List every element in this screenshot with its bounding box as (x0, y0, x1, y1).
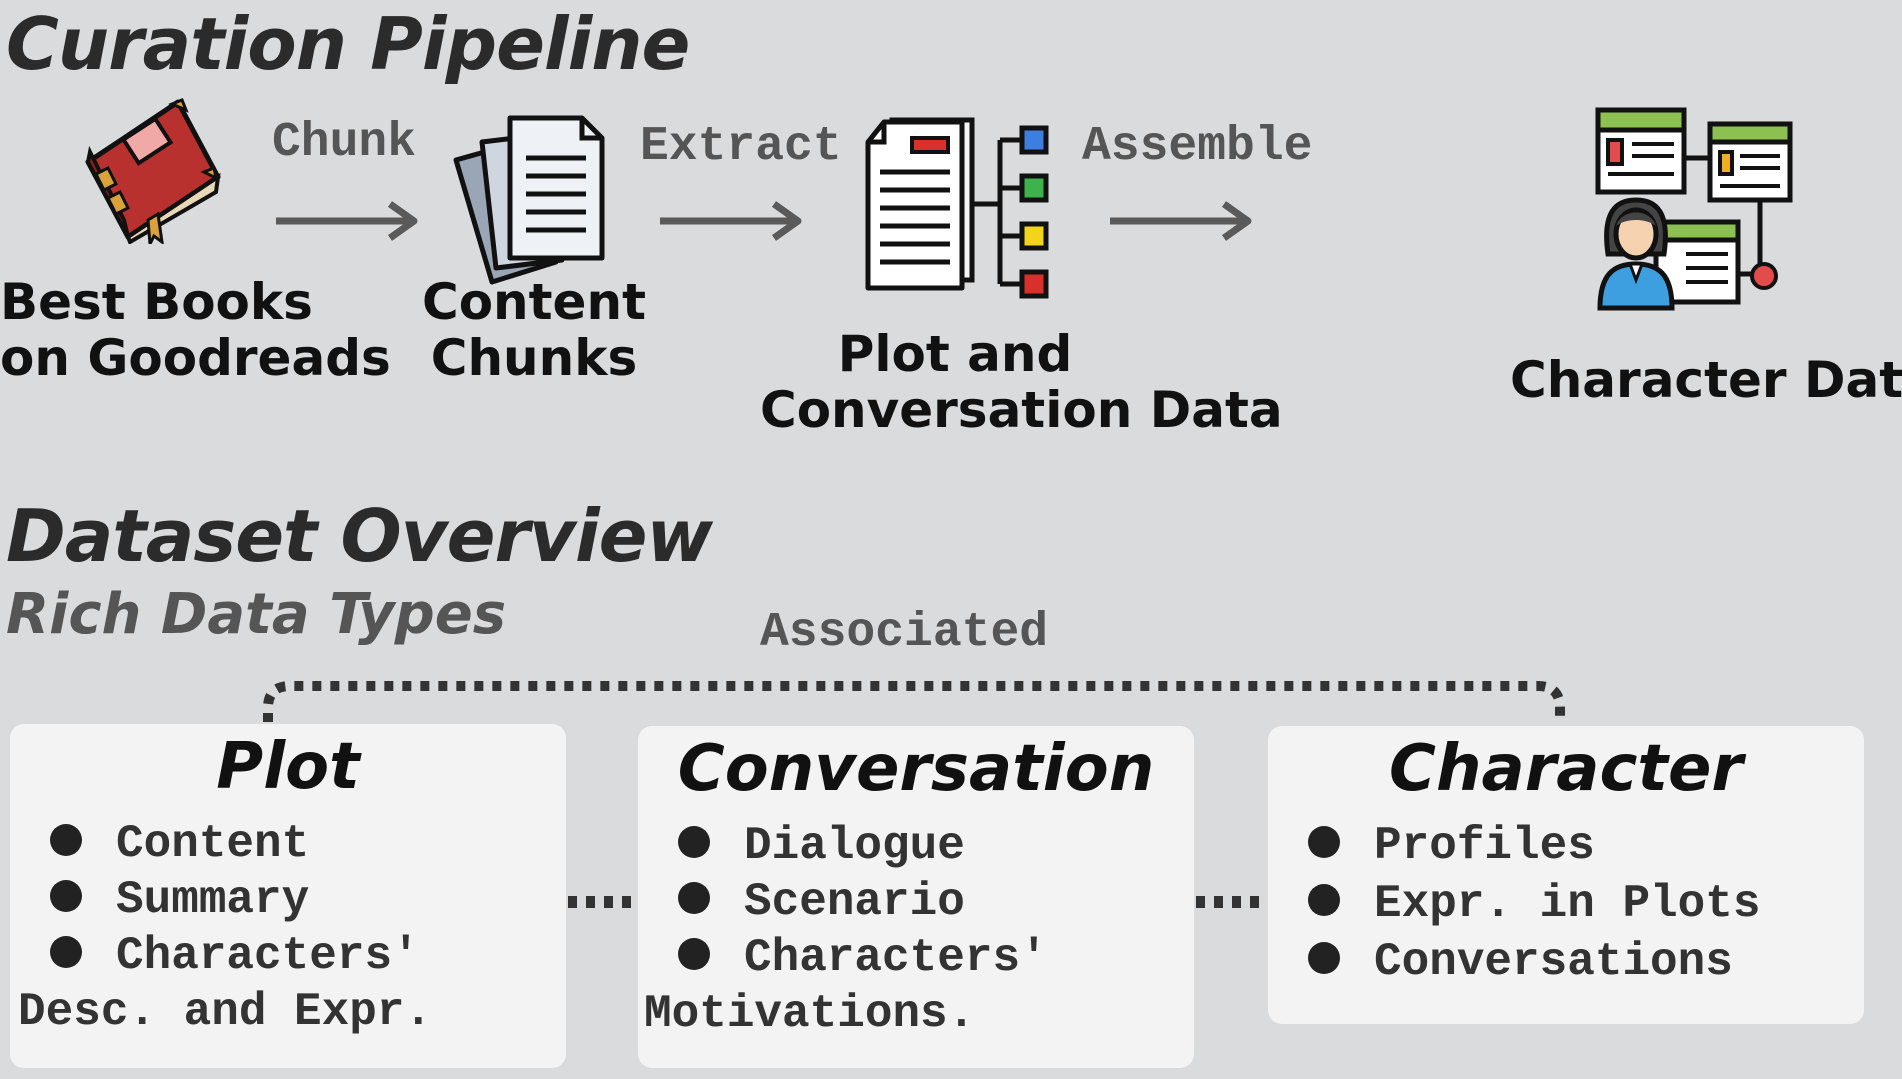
chunks-label: Content Chunks (384, 274, 684, 386)
bullet-dot (678, 937, 710, 970)
plot-item: Summary (50, 872, 309, 928)
plot-card-title: Plot (216, 730, 360, 804)
character-item: Expr. in Plots (1308, 876, 1760, 932)
plot-item-continuation: Desc. and Expr. (18, 986, 433, 1038)
chunk-arrow (276, 201, 418, 241)
character-item: Profiles (1308, 818, 1595, 874)
associated-label: Associated (760, 606, 1049, 660)
character-card-title: Character (1389, 732, 1743, 806)
plot-item: Characters' (50, 928, 420, 984)
overview-subtitle: Rich Data Types (6, 582, 507, 647)
conversation-item-text: Dialogue (744, 820, 965, 872)
plot-item-text: Content (116, 818, 310, 870)
bullet-dot (678, 881, 710, 914)
bullet-dot (1308, 941, 1340, 974)
document-stack-icon (453, 115, 605, 285)
document-tree-icon (865, 117, 1049, 299)
book-icon (85, 98, 221, 244)
plot-item-text: Summary (116, 874, 310, 926)
character-item-text: Conversations (1374, 936, 1733, 988)
conversation-card-title: Conversation (677, 732, 1155, 806)
conversation-item-continuation: Motivations. (644, 988, 976, 1040)
conversation-card: Conversation Dialogue Scenario Character… (638, 726, 1194, 1068)
assemble-arrow (1110, 201, 1252, 241)
plot-card: Plot Content Summary Characters' Desc. a… (10, 724, 566, 1068)
profile-windows-icon (1595, 107, 1793, 311)
conversation-item-text: Characters' (744, 932, 1048, 984)
chunks-label-line2: Chunks (430, 329, 638, 387)
character-card: Character Profiles Expr. in Plots Conver… (1268, 726, 1864, 1024)
bullet-dot (678, 825, 710, 858)
chunk-arrow-label: Chunk (272, 116, 417, 170)
plot-item-text: Characters' (116, 930, 420, 982)
overview-title: Dataset Overview (6, 494, 713, 578)
bullet-dot (50, 879, 82, 912)
conversation-item-text: Scenario (744, 876, 965, 928)
character-item-text: Expr. in Plots (1374, 878, 1761, 930)
plotconv-label-line1: Plot and (837, 325, 1073, 383)
conversation-item: Characters' (678, 930, 1048, 986)
conversation-item: Dialogue (678, 818, 965, 874)
books-label-line1: Best Books (0, 273, 313, 331)
bullet-dot (1308, 825, 1340, 858)
character-data-label: Character Data (1510, 351, 1902, 409)
character-item-text: Profiles (1374, 820, 1595, 872)
bullet-dot (50, 935, 82, 968)
plot-item: Content (50, 816, 309, 872)
assemble-arrow-label: Assemble (1082, 120, 1313, 174)
conversation-item: Scenario (678, 874, 965, 930)
curation-title: Curation Pipeline (6, 2, 690, 86)
extract-arrow-label: Extract (640, 120, 842, 174)
character-item: Conversations (1308, 934, 1733, 990)
chunks-label-line1: Content (422, 273, 646, 331)
extract-arrow (660, 201, 802, 241)
bullet-dot (50, 823, 82, 856)
bullet-dot (1308, 883, 1340, 916)
